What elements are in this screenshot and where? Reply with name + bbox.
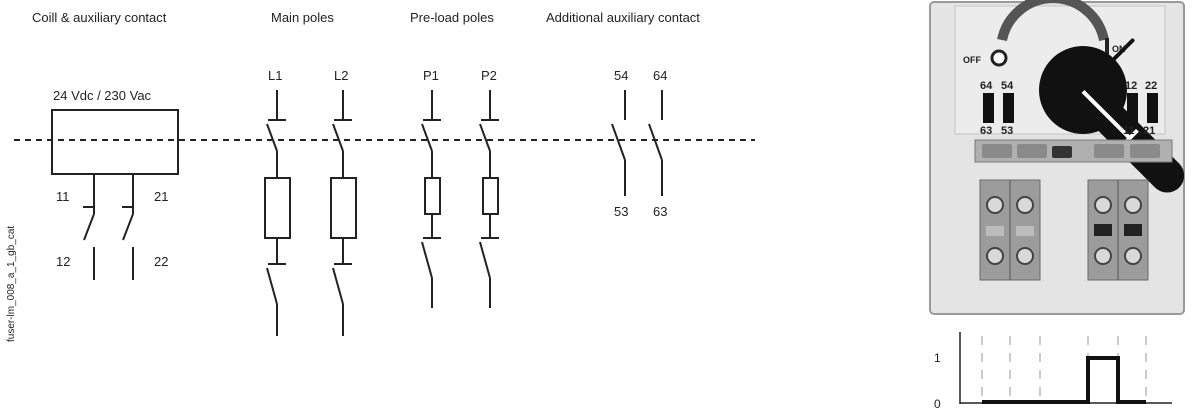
- contact-block-right-2: [1147, 93, 1158, 123]
- device-label-top-left-2: 54: [1001, 80, 1014, 92]
- additional-contact-2-bottom-label: 63: [653, 204, 667, 219]
- contact-block-left-2: [1003, 93, 1014, 123]
- side-label: fuser-lm_008_a_1_gb_cat: [6, 226, 17, 342]
- main-pole-1-label: L1: [268, 68, 282, 83]
- rotation-arc: [997, 0, 1109, 42]
- fuse-switch-device: OFF ON 64 54 63 53 12 22 11 21: [929, 0, 1185, 315]
- additional-contact-2-top-label: 64: [653, 68, 667, 83]
- aux-contact-2-top-label: 21: [154, 189, 168, 204]
- timing-y-label-1: 1: [934, 351, 941, 365]
- device-label-top-right-2: 22: [1145, 80, 1157, 92]
- aux-contact-1: [83, 174, 95, 280]
- coil-voltage-label: 24 Vdc / 230 Vac: [53, 88, 152, 103]
- off-indicator-icon: [990, 49, 1008, 67]
- additional-contact-1-top-label: 54: [614, 68, 628, 83]
- aux-contact-2: [122, 174, 134, 280]
- device-label-bottom-right-1: 11: [1123, 125, 1135, 137]
- device-label-bottom-left-1: 63: [980, 125, 992, 137]
- device-label-bottom-left-2: 53: [1001, 125, 1013, 137]
- header-preload-poles: Pre-load poles: [410, 10, 494, 25]
- additional-contact-1: [611, 90, 626, 196]
- preload-pole-2-label: P2: [481, 68, 497, 83]
- on-label: ON: [1112, 44, 1126, 54]
- on-indicator-icon: [1105, 38, 1109, 54]
- additional-contact-2: [648, 90, 663, 196]
- additional-contact-1-bottom-label: 53: [614, 204, 628, 219]
- header-coil: Coill & auxiliary contact: [32, 10, 167, 25]
- preload-pole-1-label: P1: [423, 68, 439, 83]
- header-main-poles: Main poles: [271, 10, 334, 25]
- header-additional-contact: Additional auxiliary contact: [546, 10, 700, 25]
- aux-contact-1-bottom-label: 12: [56, 254, 70, 269]
- timing-diagram: 1 0: [934, 332, 1172, 408]
- preload-pole-1: [421, 90, 441, 308]
- main-pole-2: [330, 90, 357, 336]
- coil-box: [51, 109, 179, 175]
- device-label-top-right-1: 12: [1125, 80, 1137, 92]
- off-label: OFF: [963, 55, 981, 65]
- aux-contact-2-bottom-label: 22: [154, 254, 168, 269]
- main-pole-2-label: L2: [334, 68, 348, 83]
- contact-block-right-1: [1127, 93, 1138, 123]
- timing-waveform: [982, 356, 1146, 404]
- device-label-top-left-1: 64: [980, 80, 993, 92]
- timing-y-label-0: 0: [934, 397, 941, 408]
- main-pole-1: [264, 90, 291, 336]
- preload-pole-2: [479, 90, 499, 308]
- contact-block-left-1: [983, 93, 994, 123]
- aux-contact-1-top-label: 11: [56, 189, 70, 204]
- device-label-bottom-right-2: 21: [1143, 125, 1155, 137]
